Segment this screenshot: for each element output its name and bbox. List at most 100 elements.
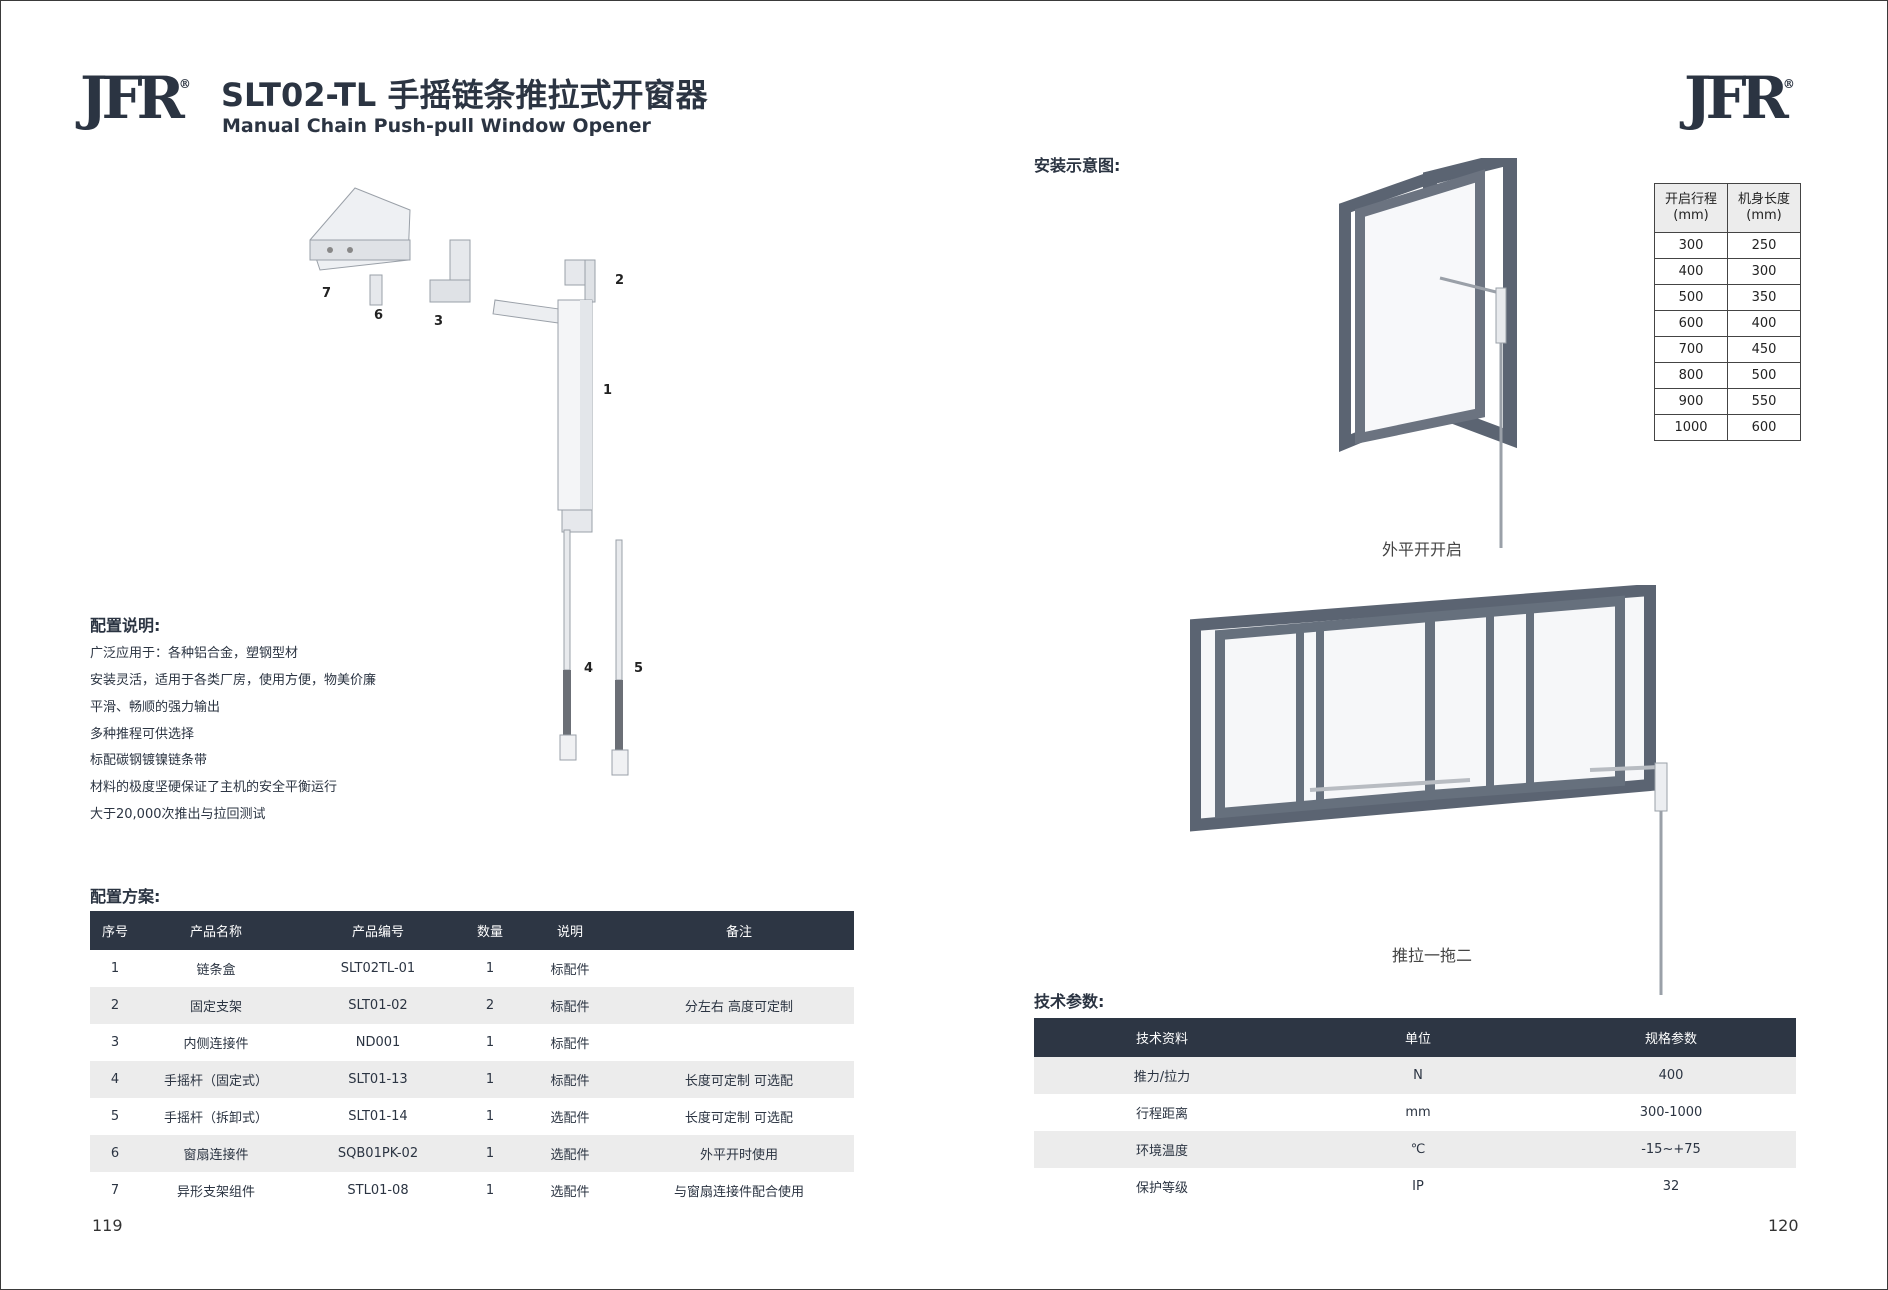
cell: 选配件 xyxy=(516,1135,624,1172)
cell: -15~+75 xyxy=(1546,1131,1796,1168)
cell: 1 xyxy=(485,961,495,976)
page-title: SLT02-TL 手摇链条推拉式开窗器 xyxy=(221,76,708,114)
cell: 长度可定制 可选配 xyxy=(684,1111,794,1126)
cell: 1 xyxy=(485,1035,495,1050)
cell: 1 xyxy=(485,1109,495,1124)
cell: 400 xyxy=(1654,258,1728,285)
cell: 350 xyxy=(1727,284,1801,311)
cell: 3 xyxy=(110,1035,120,1050)
cell: 1 xyxy=(110,961,120,976)
cell: ℃ xyxy=(1290,1131,1546,1168)
col-header: 产品名称 xyxy=(140,911,292,950)
col-header: 备注 xyxy=(624,911,854,950)
cell: 300 xyxy=(1654,232,1728,259)
config-heading: 配置方案: xyxy=(90,887,161,906)
header-unit: (mm) xyxy=(1746,208,1782,223)
cell: 700 xyxy=(1654,336,1728,363)
cell: 500 xyxy=(1654,284,1728,311)
feature-item: 安装灵活，适用于各类厂房，使用方便，物美价廉 xyxy=(90,673,377,688)
cell: 800 xyxy=(1654,362,1728,389)
cell: SLT01-02 xyxy=(292,987,464,1024)
parts-exploded-illustration xyxy=(309,187,629,776)
cell xyxy=(624,1024,854,1061)
cell: SLT01-13 xyxy=(292,1061,464,1098)
crank-rod-part-5 xyxy=(611,539,629,776)
col-header: 规格参数 xyxy=(1546,1018,1796,1057)
col-header: 机身长度(mm) xyxy=(1727,183,1801,233)
col-header: 单位 xyxy=(1290,1018,1546,1057)
chain-arm xyxy=(492,299,565,325)
cell: 推力/拉力 xyxy=(1034,1057,1290,1094)
cell: 300 xyxy=(1727,258,1801,285)
feature-item: 大于20,000次推出与拉回测试 xyxy=(90,807,266,822)
table-header-row: 序号 产品名称 产品编号 数量 说明 备注 xyxy=(90,911,854,950)
cell: 长度可定制 可选配 xyxy=(624,1061,854,1098)
cell: 外平开时使用 xyxy=(624,1135,854,1172)
cell: 900 xyxy=(1654,388,1728,415)
casement-window-illustration xyxy=(1339,158,1517,548)
part-label-4: 4 xyxy=(584,661,594,676)
feature-item: 广泛应用于：各种铝合金，塑钢型材 xyxy=(90,646,299,661)
cell: SQB01PK-02 xyxy=(292,1135,464,1172)
cell: 固定支架 xyxy=(140,987,292,1024)
col-header: 说明 xyxy=(516,911,624,950)
cell: 异形支架组件 xyxy=(176,1185,255,1200)
page-subtitle: Manual Chain Push-pull Window Opener xyxy=(222,115,651,137)
cell: 标配件 xyxy=(550,963,590,978)
cell: 400 xyxy=(1727,310,1801,337)
cell: SLT01-14 xyxy=(348,1109,408,1124)
col-header: 产品编号 xyxy=(292,911,464,950)
feature-item: 标配碳钢镀镍链条带 xyxy=(90,753,208,768)
cell: 窗扇连接件 xyxy=(140,1135,292,1172)
table-header-row: 开启行程(mm) 机身长度(mm) xyxy=(1654,183,1801,233)
cell: 1000 xyxy=(1654,414,1728,441)
table-row: 环境温度℃-15~+75 xyxy=(1034,1131,1796,1168)
part-label-2: 2 xyxy=(615,273,625,288)
cell: 250 xyxy=(1727,232,1801,259)
table-row: 1 链条盒 SLT02TL-01 1 标配件 xyxy=(90,950,854,987)
part-label-7: 7 xyxy=(322,286,332,301)
features-heading: 配置说明: xyxy=(90,616,161,635)
bracket-assembly-part-7 xyxy=(309,187,411,271)
feature-item: 材料的极度坚硬保证了主机的安全平衡运行 xyxy=(90,780,338,795)
cell: 内侧连接件 xyxy=(183,1037,249,1052)
cell: 标配件 xyxy=(516,987,624,1024)
cell: 600 xyxy=(1727,414,1801,441)
cell: SLT02TL-01 xyxy=(340,961,416,976)
header-unit: (mm) xyxy=(1673,208,1709,223)
table-header-row: 技术资料 单位 规格参数 xyxy=(1034,1018,1796,1057)
cell xyxy=(624,950,854,987)
brand-logo-right: JFR® xyxy=(1684,64,1795,132)
cell: IP xyxy=(1412,1179,1424,1194)
crank-rod-part-4 xyxy=(559,529,577,761)
cell: 7 xyxy=(110,1183,120,1198)
casement-caption: 外平开开启 xyxy=(1382,540,1463,559)
cell: N xyxy=(1290,1057,1546,1094)
cell: 链条盒 xyxy=(196,963,236,978)
cell: 4 xyxy=(90,1061,140,1098)
cell: 与窗扇连接件配合使用 xyxy=(673,1185,804,1200)
cell: 选配件 xyxy=(550,1185,590,1200)
cell: 行程距离 xyxy=(1135,1107,1188,1122)
config-table: 序号 产品名称 产品编号 数量 说明 备注 1 链条盒 SLT02TL-01 1 标配件… xyxy=(90,911,854,1209)
cell: 1 xyxy=(464,1135,516,1172)
page-number-left: 119 xyxy=(92,1216,123,1235)
cell: 600 xyxy=(1654,310,1728,337)
header-label: 机身长度 xyxy=(1737,192,1790,207)
feature-item: 平滑、畅顺的强力输出 xyxy=(90,700,221,715)
brand-logo-left: JFR® xyxy=(80,64,191,132)
cell: 手摇杆（固定式） xyxy=(140,1061,292,1098)
